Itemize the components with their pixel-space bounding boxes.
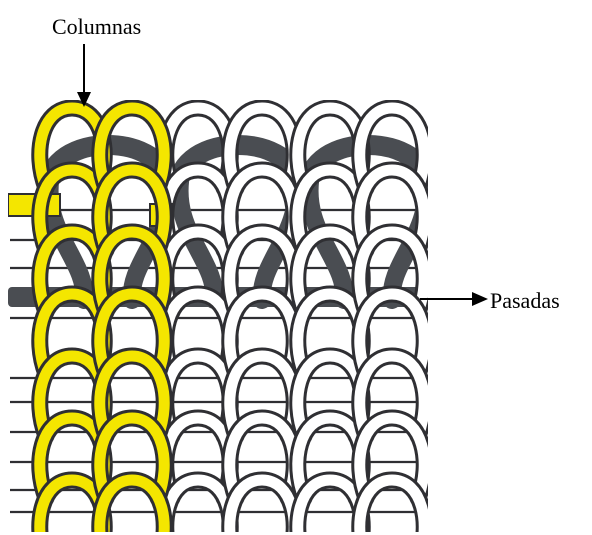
- columns-label: Columnas: [52, 16, 141, 38]
- arrow-right-icon: [420, 292, 488, 306]
- highlighted-wale: [8, 108, 172, 535]
- arrow-down-icon: [77, 44, 91, 107]
- white-loops: [166, 108, 424, 535]
- courses-label: Pasadas: [490, 290, 560, 312]
